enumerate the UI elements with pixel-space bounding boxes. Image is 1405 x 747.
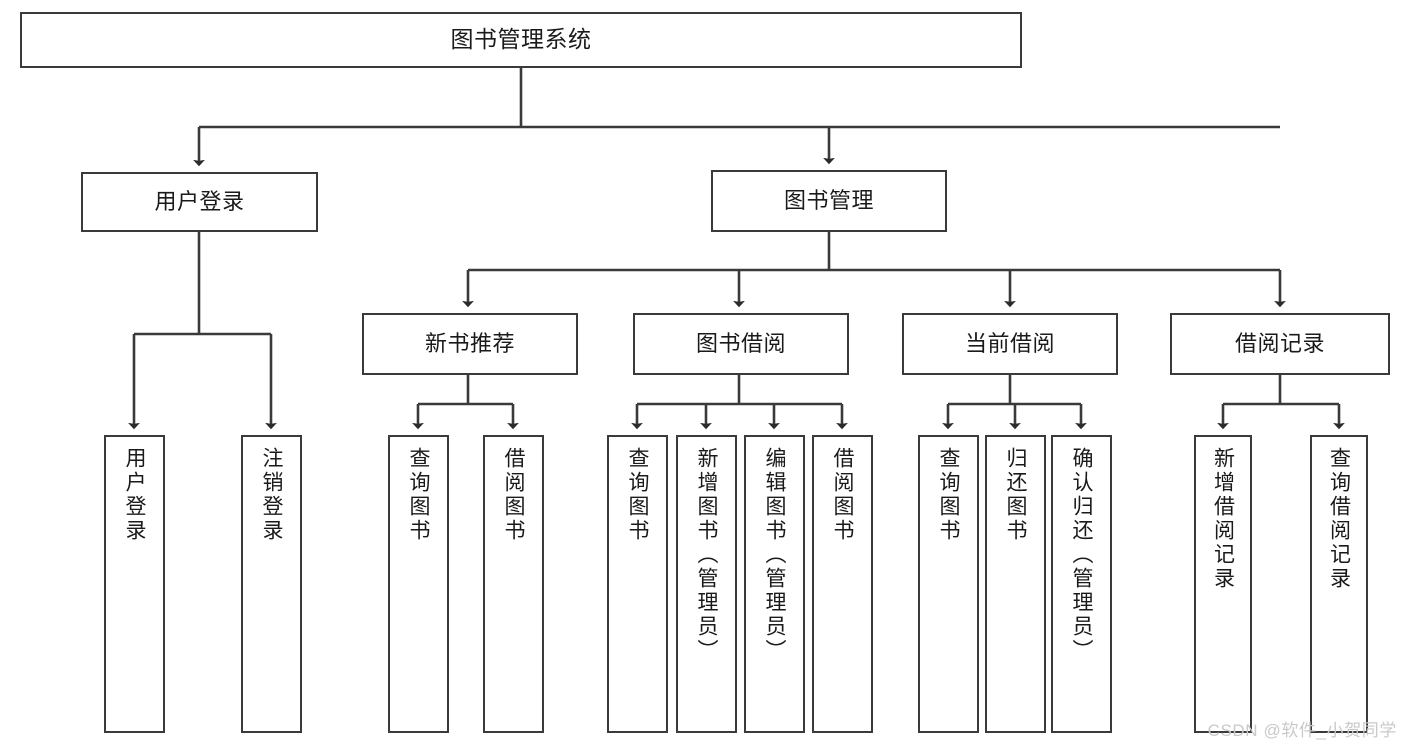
node-label: 归还图书 <box>1004 447 1027 543</box>
node-label: 图书管理系统 <box>450 26 592 53</box>
leaf-book-borrow-add[interactable]: 新增图书（管理员） <box>676 435 737 733</box>
node-label: 借阅图书 <box>502 447 525 543</box>
node-label: 新增图书（管理员） <box>695 447 718 663</box>
leaf-borrow-record-query[interactable]: 查询借阅记录 <box>1310 435 1368 733</box>
node-label: 查询图书 <box>626 447 649 543</box>
node-label: 图书管理 <box>783 188 874 214</box>
node-label: 查询图书 <box>407 447 430 543</box>
node-label: 查询图书 <box>937 447 960 543</box>
node-label: 图书借阅 <box>695 331 786 357</box>
leaf-borrow-record-add[interactable]: 新增借阅记录 <box>1194 435 1252 733</box>
node-label: 借阅记录 <box>1234 331 1325 357</box>
node-label: 查询借阅记录 <box>1327 447 1351 591</box>
node-label: 用户登录 <box>123 447 146 543</box>
node-user-login[interactable]: 用户登录 <box>81 172 318 232</box>
node-label: 确认归还（管理员） <box>1070 447 1093 663</box>
leaf-book-borrow-borrow[interactable]: 借阅图书 <box>812 435 873 733</box>
leaf-user-login-signin[interactable]: 用户登录 <box>104 435 165 733</box>
node-label: 借阅图书 <box>831 447 854 543</box>
leaf-book-borrow-query[interactable]: 查询图书 <box>607 435 668 733</box>
node-book-borrow[interactable]: 图书借阅 <box>633 313 849 375</box>
leaf-book-borrow-edit[interactable]: 编辑图书（管理员） <box>744 435 805 733</box>
node-book-management[interactable]: 图书管理 <box>711 170 947 232</box>
node-label: 编辑图书（管理员） <box>763 447 786 663</box>
watermark-text: CSDN @软件_小贺同学 <box>1207 721 1397 740</box>
node-new-book-recommend[interactable]: 新书推荐 <box>362 313 578 375</box>
node-root-system[interactable]: 图书管理系统 <box>20 12 1022 68</box>
leaf-new-book-borrow[interactable]: 借阅图书 <box>483 435 544 733</box>
leaf-current-borrow-confirm-return[interactable]: 确认归还（管理员） <box>1051 435 1112 733</box>
leaf-new-book-query[interactable]: 查询图书 <box>388 435 449 733</box>
leaf-current-borrow-query[interactable]: 查询图书 <box>918 435 979 733</box>
node-label: 新增借阅记录 <box>1211 447 1235 591</box>
node-label: 当前借阅 <box>964 331 1055 357</box>
node-borrow-record[interactable]: 借阅记录 <box>1170 313 1390 375</box>
node-current-borrow[interactable]: 当前借阅 <box>902 313 1118 375</box>
node-label: 注销登录 <box>260 447 283 543</box>
leaf-current-borrow-return[interactable]: 归还图书 <box>985 435 1046 733</box>
node-label: 新书推荐 <box>424 331 515 357</box>
node-label: 用户登录 <box>154 189 245 215</box>
leaf-user-login-signout[interactable]: 注销登录 <box>241 435 302 733</box>
